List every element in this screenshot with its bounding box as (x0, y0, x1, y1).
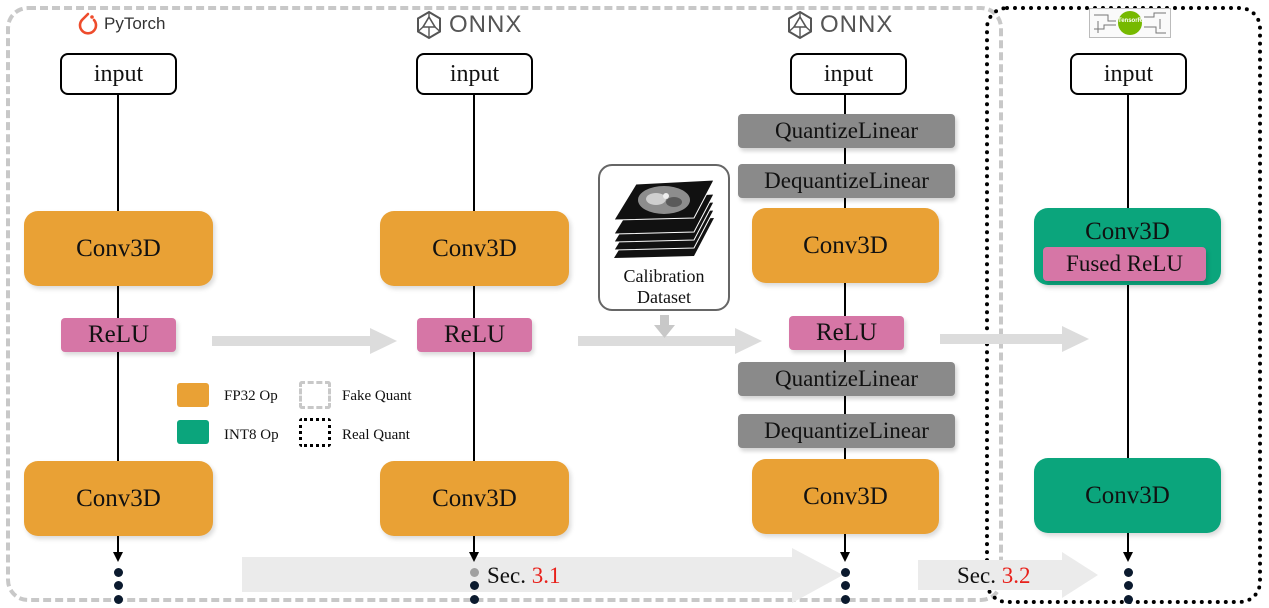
sec-3-1-arrow (242, 548, 843, 603)
sec-3-2-arrow (918, 552, 1098, 598)
onnx-hexagon-icon (417, 10, 441, 40)
onnx-continuation-dot (470, 595, 479, 604)
tensorrt-down-arrow (1123, 552, 1133, 562)
tensorrt-label: TensorRT (1118, 18, 1146, 24)
legend-fp32-label: FP32 Op (224, 388, 278, 404)
pytorch-flame-icon (78, 12, 98, 35)
tensorrt-conv3d-node-2: Conv3D (1034, 458, 1221, 533)
legend-fake-quant-swatch (299, 381, 331, 409)
qdq-conv3d-node-2: Conv3D (752, 459, 939, 534)
onnx-conv3d-node-2: Conv3D (380, 461, 569, 536)
legend-int8-label: INT8 Op (224, 427, 279, 443)
onnx-label-1: ONNX (449, 11, 523, 38)
tensorrt-conv3d-label: Conv3D (1085, 218, 1170, 245)
arrow-calibration-down (654, 315, 675, 338)
pytorch-continuation-dot (114, 581, 123, 590)
tensorrt-edge (1127, 94, 1129, 556)
legend-fake-quant-label: Fake Quant (342, 388, 412, 404)
onnx-continuation-dot (470, 581, 479, 590)
legend-fp32-swatch (177, 383, 209, 407)
ct-scan-stack-icon (613, 179, 715, 258)
sec-3-2-label: Sec. 3.2 (957, 563, 1030, 589)
qdq-continuation-dot (841, 595, 850, 604)
pytorch-logo: PyTorch (78, 12, 165, 36)
quantize-linear-node-2: QuantizeLinear (738, 362, 955, 396)
dequantize-linear-node-2: DequantizeLinear (738, 414, 955, 448)
onnx-relu-node: ReLU (417, 318, 532, 352)
onnx-logo-2: ONNX (786, 10, 893, 40)
sec-3-2-prefix: Sec. (957, 563, 996, 588)
circuit-icon (1094, 11, 1166, 35)
calibration-dataset-label: Calibration Dataset (623, 266, 705, 307)
onnx-label-2: ONNX (820, 11, 894, 38)
quantize-linear-node-1: QuantizeLinear (738, 114, 955, 148)
calibration-dataset-box: Calibration Dataset (598, 164, 730, 311)
sec-3-1-number: 3.1 (531, 563, 561, 588)
dequantize-linear-node-1: DequantizeLinear (738, 164, 955, 198)
qdq-conv3d-node-1: Conv3D (752, 208, 939, 283)
pytorch-label: PyTorch (104, 14, 166, 33)
arrow-qdq-to-tensorrt (940, 326, 1089, 352)
fused-relu-node: Fused ReLU (1043, 247, 1206, 281)
onnx-down-arrow (469, 552, 479, 562)
qdq-continuation-dot (841, 581, 850, 590)
fake-quant-frame (6, 6, 1003, 602)
tensorrt-logo: TensorRT (1089, 8, 1171, 38)
pytorch-down-arrow (113, 552, 123, 562)
sec-3-1-prefix: Sec. (487, 563, 526, 588)
pytorch-input-node: input (60, 53, 177, 95)
arrow-onnx-to-qdq (578, 328, 762, 354)
tensorrt-continuation-dot (1124, 581, 1133, 590)
onnx-conv3d-node-1: Conv3D (380, 211, 569, 286)
legend-real-quant-label: Real Quant (342, 427, 410, 443)
sec-3-1-label: Sec. 3.1 (487, 563, 560, 589)
qdq-down-arrow (840, 552, 850, 562)
onnx-hexagon-icon (788, 10, 812, 40)
pytorch-continuation-dot (114, 568, 123, 577)
onnx-logo-1: ONNX (415, 10, 522, 40)
qdq-relu-node: ReLU (789, 316, 904, 350)
tensorrt-input-node: input (1070, 53, 1187, 95)
pytorch-relu-node: ReLU (61, 318, 176, 352)
pytorch-conv3d-node-1: Conv3D (24, 211, 213, 286)
tensorrt-continuation-dot (1124, 568, 1133, 577)
onnx-input-node: input (416, 53, 533, 95)
pytorch-continuation-dot (114, 595, 123, 604)
arrow-pytorch-to-onnx (212, 328, 397, 354)
sec-3-2-number: 3.2 (1001, 563, 1031, 588)
onnx-continuation-dot (470, 568, 479, 577)
qdq-continuation-dot (841, 568, 850, 577)
tensorrt-continuation-dot (1124, 595, 1133, 604)
qdq-input-node: input (790, 53, 907, 95)
legend-int8-swatch (177, 420, 209, 444)
legend-real-quant-swatch (299, 418, 331, 447)
pytorch-conv3d-node-2: Conv3D (24, 461, 213, 536)
